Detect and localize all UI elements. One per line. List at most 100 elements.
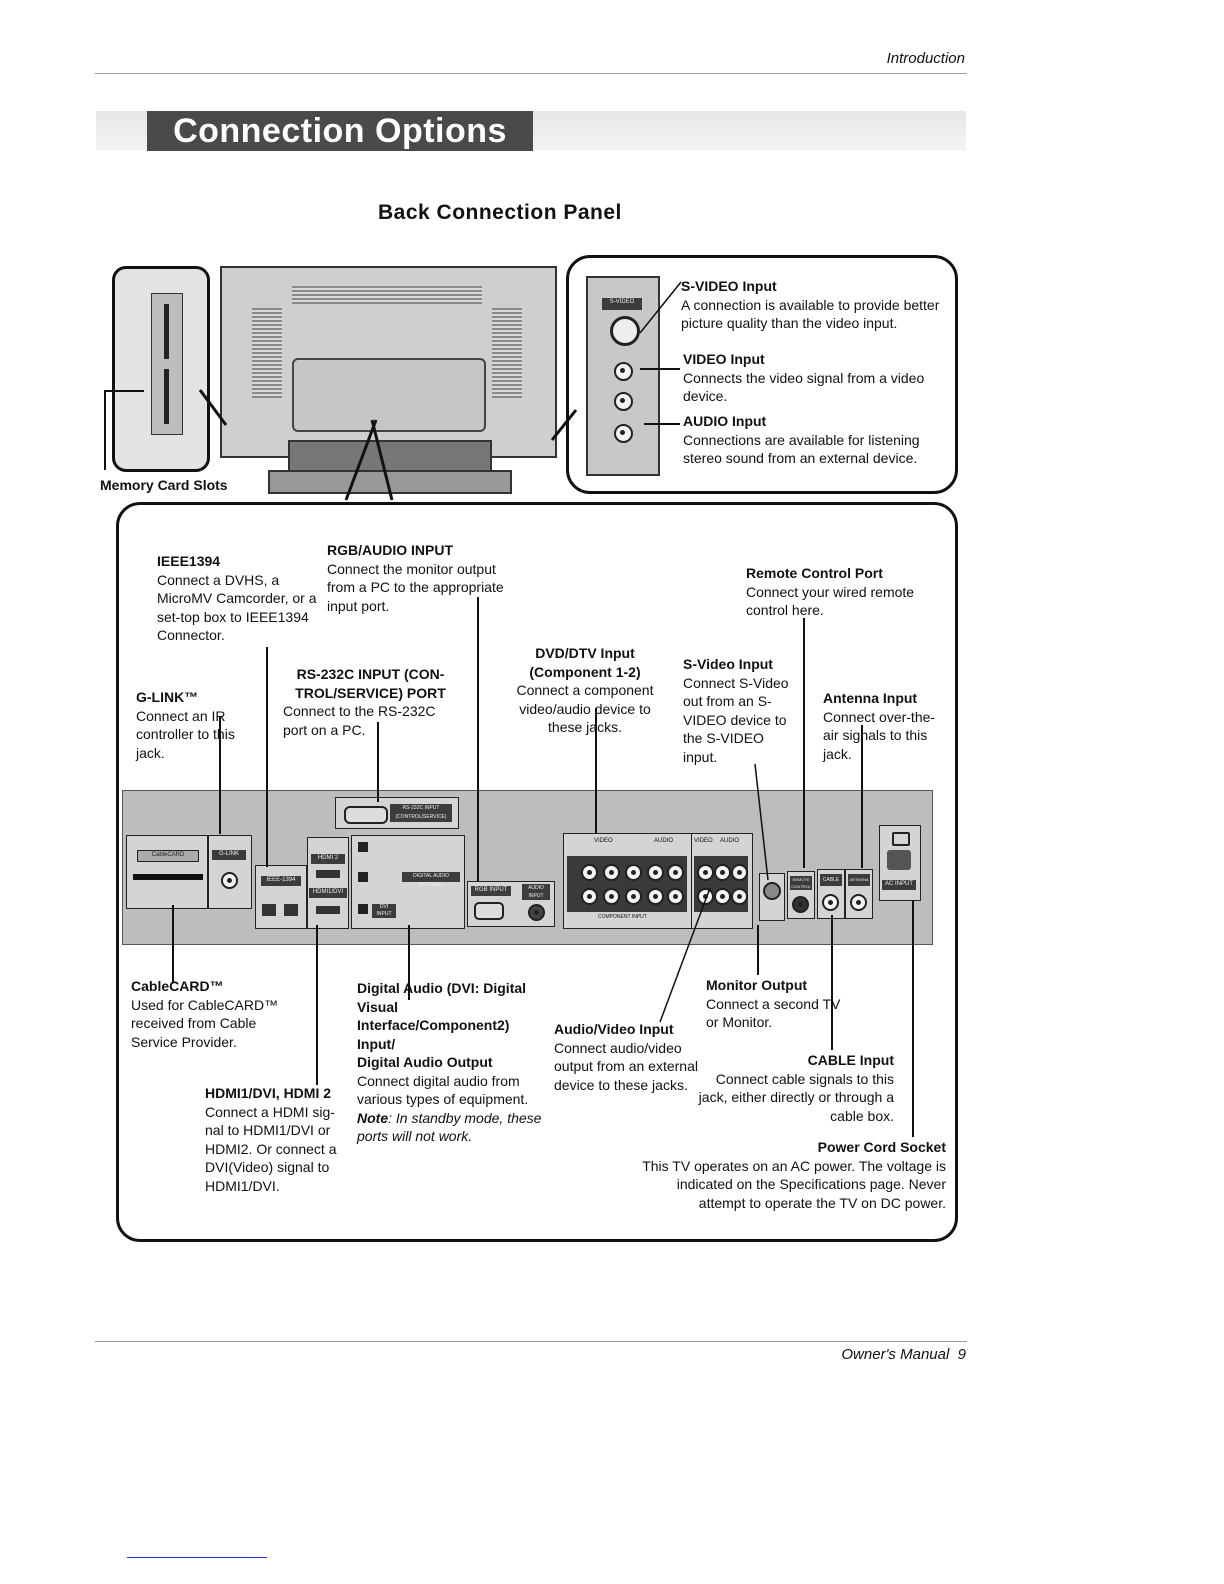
audio-right-jack[interactable] (614, 424, 633, 443)
component-pr-jack[interactable] (625, 864, 642, 881)
video-info: VIDEO Input Connects the video signal fr… (683, 350, 933, 406)
rs232-tag: RS-232C INPUT (CONTROL/SERVICE) (390, 804, 452, 822)
monitor-audio-l-jack[interactable] (714, 888, 731, 905)
antenna-info: Antenna Input Connect over-the-air signa… (823, 689, 948, 763)
audio-left-jack[interactable] (614, 392, 633, 411)
rs232-module: RS-232C INPUT (CONTROL/SERVICE) (335, 797, 459, 829)
dvd-dtv-desc: Connect a component video/audio device t… (516, 682, 654, 735)
glink-desc: Connect an IR controller to this jack. (136, 707, 235, 761)
antenna-desc: Connect over-the-air signals to this jac… (823, 708, 936, 762)
antenna-jack[interactable] (850, 894, 867, 911)
video-title: VIDEO Input (683, 351, 765, 367)
audio-desc: Connections are available for listening … (683, 431, 920, 467)
cable-tag: CABLE (820, 874, 842, 886)
component-pb-jack[interactable] (603, 864, 620, 881)
digital-audio-port[interactable] (358, 842, 368, 852)
component-module: VIDEO AUDIO COMPONENT INPUT (563, 833, 693, 929)
rgb-port[interactable] (474, 902, 504, 920)
av-video-label: VIDEO (694, 838, 713, 844)
dvi-audio-port[interactable] (358, 904, 368, 914)
monitor-out-title: Monitor Output (706, 977, 808, 993)
monitor-audio-r-jack[interactable] (731, 888, 748, 905)
glink-tag: G-LINK (212, 850, 246, 860)
component-l-jack[interactable] (647, 888, 664, 905)
pointer-line (757, 925, 759, 975)
ac-icon (892, 832, 910, 846)
av-module: VIDEO AUDIO (691, 833, 753, 929)
header-rule (95, 73, 967, 74)
footer-link-underline (127, 1557, 267, 1558)
component-pr-jack[interactable] (625, 888, 642, 905)
av-video-jack[interactable] (697, 864, 714, 881)
pointer-line (104, 390, 106, 470)
rgb-audio-module: RGB INPUT AUDIO INPUT (467, 881, 555, 927)
footer: Owner's Manual 9 (800, 1346, 966, 1363)
svideo-tag: S-VIDEO (602, 298, 642, 310)
note-text: : In standby mode, these ports will not … (357, 1109, 542, 1145)
component-r-jack[interactable] (667, 864, 684, 881)
monitor-video-jack[interactable] (697, 888, 714, 905)
power-desc: This TV operates on an AC power. The vol… (642, 1157, 946, 1211)
rgb-audio-title: RGB/AUDIO INPUT (327, 542, 453, 558)
pointer-line (219, 717, 221, 834)
audio-input-jack[interactable] (528, 904, 545, 921)
hdmi2-tag: HDMI 2 (311, 854, 345, 864)
ac-tag: AC INPUT (882, 880, 916, 890)
remote-tag: REMOTE CONTROL (790, 876, 812, 890)
digital-audio-port[interactable] (358, 872, 368, 882)
side-input-box (566, 255, 958, 494)
digital-audio-title2: Digital Audio Output (357, 1054, 493, 1070)
ac-module: AC INPUT (879, 825, 921, 901)
pointer-line (912, 900, 914, 1137)
component-l-jack[interactable] (647, 864, 664, 881)
svideo-rear-jack[interactable] (763, 882, 781, 900)
svideo2-info: S-Video Input Connect S-Video out from a… (683, 655, 793, 766)
glink-jack[interactable] (221, 872, 238, 889)
cable-in-info: CABLE Input Connect cable signals to thi… (690, 1051, 894, 1125)
antenna-title: Antenna Input (823, 690, 918, 706)
svideo2-title: S-Video Input (683, 656, 773, 672)
page-title: Connection Options (147, 111, 533, 151)
pointer-line (408, 925, 410, 1000)
audio-info: AUDIO Input Connections are available fo… (683, 412, 945, 468)
rs232-port[interactable] (344, 806, 388, 824)
svideo-title: S-VIDEO Input (681, 278, 777, 294)
svideo-jack[interactable] (610, 316, 640, 346)
cablecard-desc: Used for CableCARD™ received from Cable … (131, 996, 279, 1050)
rear-panel-recess (292, 358, 486, 432)
cable-jack[interactable] (822, 894, 839, 911)
hdmi1-port[interactable] (316, 906, 340, 914)
rs232-info: RS-232C INPUT (CON-TROL/SERVICE) PORT Co… (283, 665, 458, 739)
ieee1394-module: IEEE-1394 (255, 865, 307, 929)
av-audio-r-jack[interactable] (731, 864, 748, 881)
av-audio-l-jack[interactable] (714, 864, 731, 881)
remote-module: REMOTE CONTROL (787, 871, 815, 919)
hdmi-title: HDMI1/DVI, HDMI 2 (205, 1085, 332, 1101)
monitor-out-info: Monitor Output Connect a second TV or Mo… (706, 976, 841, 1032)
ieee-port[interactable] (262, 904, 276, 916)
pointer-line (644, 423, 680, 425)
pointer-line (595, 708, 597, 834)
video-jack[interactable] (614, 362, 633, 381)
hdmi2-port[interactable] (316, 870, 340, 878)
component-r-jack[interactable] (667, 888, 684, 905)
digital-audio-tag: DIGITAL AUDIO (OPTICAL) (402, 872, 460, 888)
antenna-module: ANTENNA (845, 869, 873, 919)
hdmi-desc: Connect a HDMI sig-nal to HDMI1/DVI or H… (205, 1103, 337, 1194)
ieee-tag: IEEE-1394 (261, 876, 301, 886)
ieee-port[interactable] (284, 904, 298, 916)
component-y-jack[interactable] (581, 888, 598, 905)
rs232-title: RS-232C INPUT (CON-TROL/SERVICE) PORT (295, 666, 446, 701)
cablecard-slot[interactable] (133, 874, 203, 880)
remote-info: Remote Control Port Connect your wired r… (746, 564, 916, 620)
component-pb-jack[interactable] (603, 888, 620, 905)
ac-socket[interactable] (887, 850, 911, 870)
cable-in-desc: Connect cable signals to this jack, eith… (698, 1070, 894, 1124)
audio-input-tag: AUDIO INPUT (522, 884, 550, 900)
memory-card-label: Memory Card Slots (100, 477, 228, 493)
pointer-line (266, 647, 268, 867)
memory-card-slot-panel (151, 293, 183, 435)
memory-card-slot (164, 304, 169, 359)
component-y-jack[interactable] (581, 864, 598, 881)
remote-jack[interactable] (792, 896, 809, 913)
